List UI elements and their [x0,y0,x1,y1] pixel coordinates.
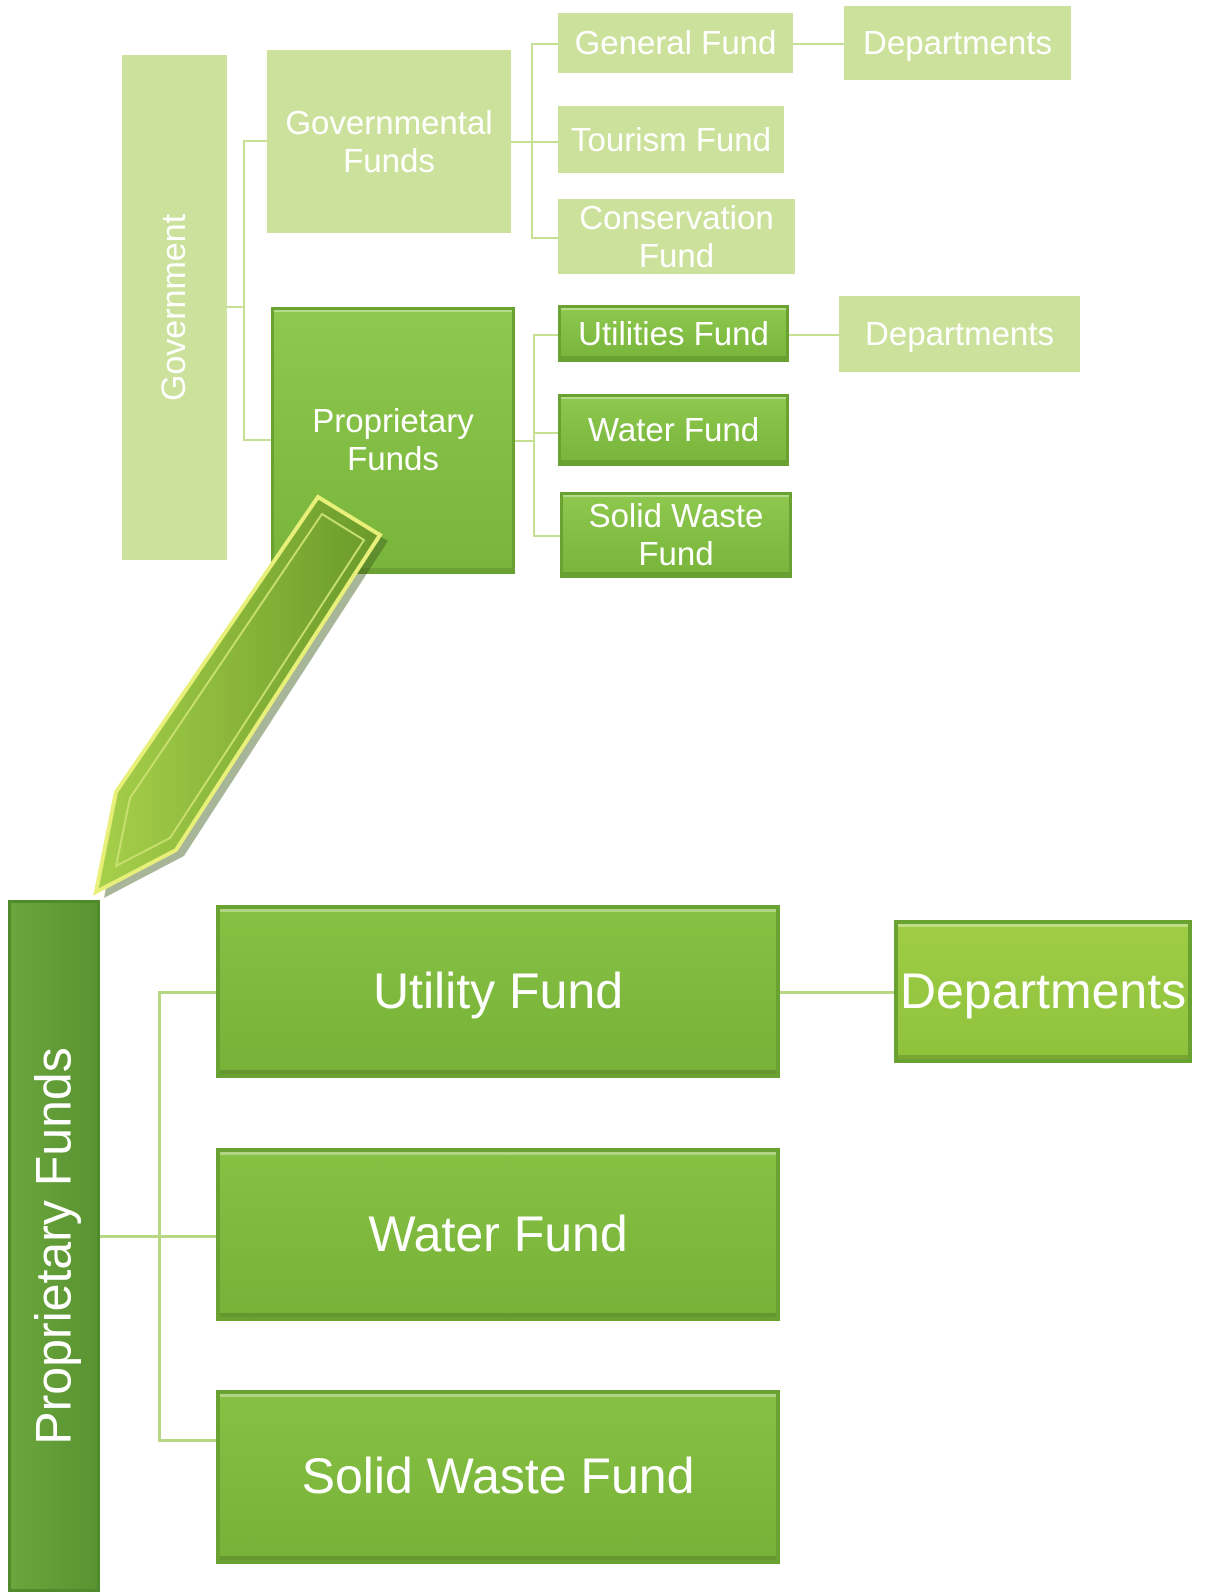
connector [227,306,245,308]
proprietary-funds-root-label: Proprietary Funds [26,1047,83,1445]
conservation-fund-box: Conservation Fund [558,199,795,274]
connector [533,334,535,537]
solid-waste-fund-label: Solid Waste Fund [301,1448,695,1505]
utility-fund-label: Utility Fund [372,962,624,1019]
general-departments-label: Departments [863,24,1052,62]
connector [515,440,535,442]
proprietary-funds-label-top: Proprietary Funds [312,402,474,477]
water-fund-box-top: Water Fund [558,394,789,466]
governmental-funds-box: Governmental Funds [267,50,511,233]
utility-fund-box: Utility Fund [216,905,780,1078]
solid-waste-fund-label-top: Solid Waste Fund [588,497,764,572]
utility-departments-label: Departments [899,962,1187,1019]
proprietary-funds-root-box: Proprietary Funds [8,900,100,1592]
utility-departments-box: Departments [894,920,1192,1063]
governmental-funds-label: Governmental Funds [285,103,493,179]
connector [789,334,839,336]
connector [531,43,558,45]
utilities-departments-label: Departments [865,315,1054,353]
connector [533,535,560,537]
connector [158,1235,216,1238]
general-fund-box: General Fund [558,13,793,73]
connector [100,1235,160,1238]
connector [531,141,558,143]
tourism-fund-box: Tourism Fund [558,106,784,173]
government-box: Government [122,55,227,560]
conservation-fund-label: Conservation Fund [579,198,774,274]
connector [531,237,558,239]
connector [243,140,267,142]
water-fund-label: Water Fund [368,1205,628,1262]
connector [158,991,216,994]
connector [243,140,245,440]
utilities-fund-label: Utilities Fund [578,314,769,352]
connector [511,141,533,143]
general-fund-label: General Fund [574,24,777,62]
general-departments-box: Departments [844,6,1071,80]
connector [533,334,558,336]
tourism-fund-label: Tourism Fund [571,120,771,158]
water-fund-box: Water Fund [216,1148,780,1321]
connector [533,432,558,434]
water-fund-label-top: Water Fund [587,411,760,449]
connector [793,43,844,45]
utilities-fund-box: Utilities Fund [558,305,789,362]
utilities-departments-box: Departments [839,296,1080,372]
connector [243,439,271,441]
solid-waste-fund-box-top: Solid Waste Fund [560,492,792,578]
connector [158,991,161,1441]
solid-waste-fund-box: Solid Waste Fund [216,1390,780,1564]
connector [780,991,894,994]
connector [158,1439,216,1442]
